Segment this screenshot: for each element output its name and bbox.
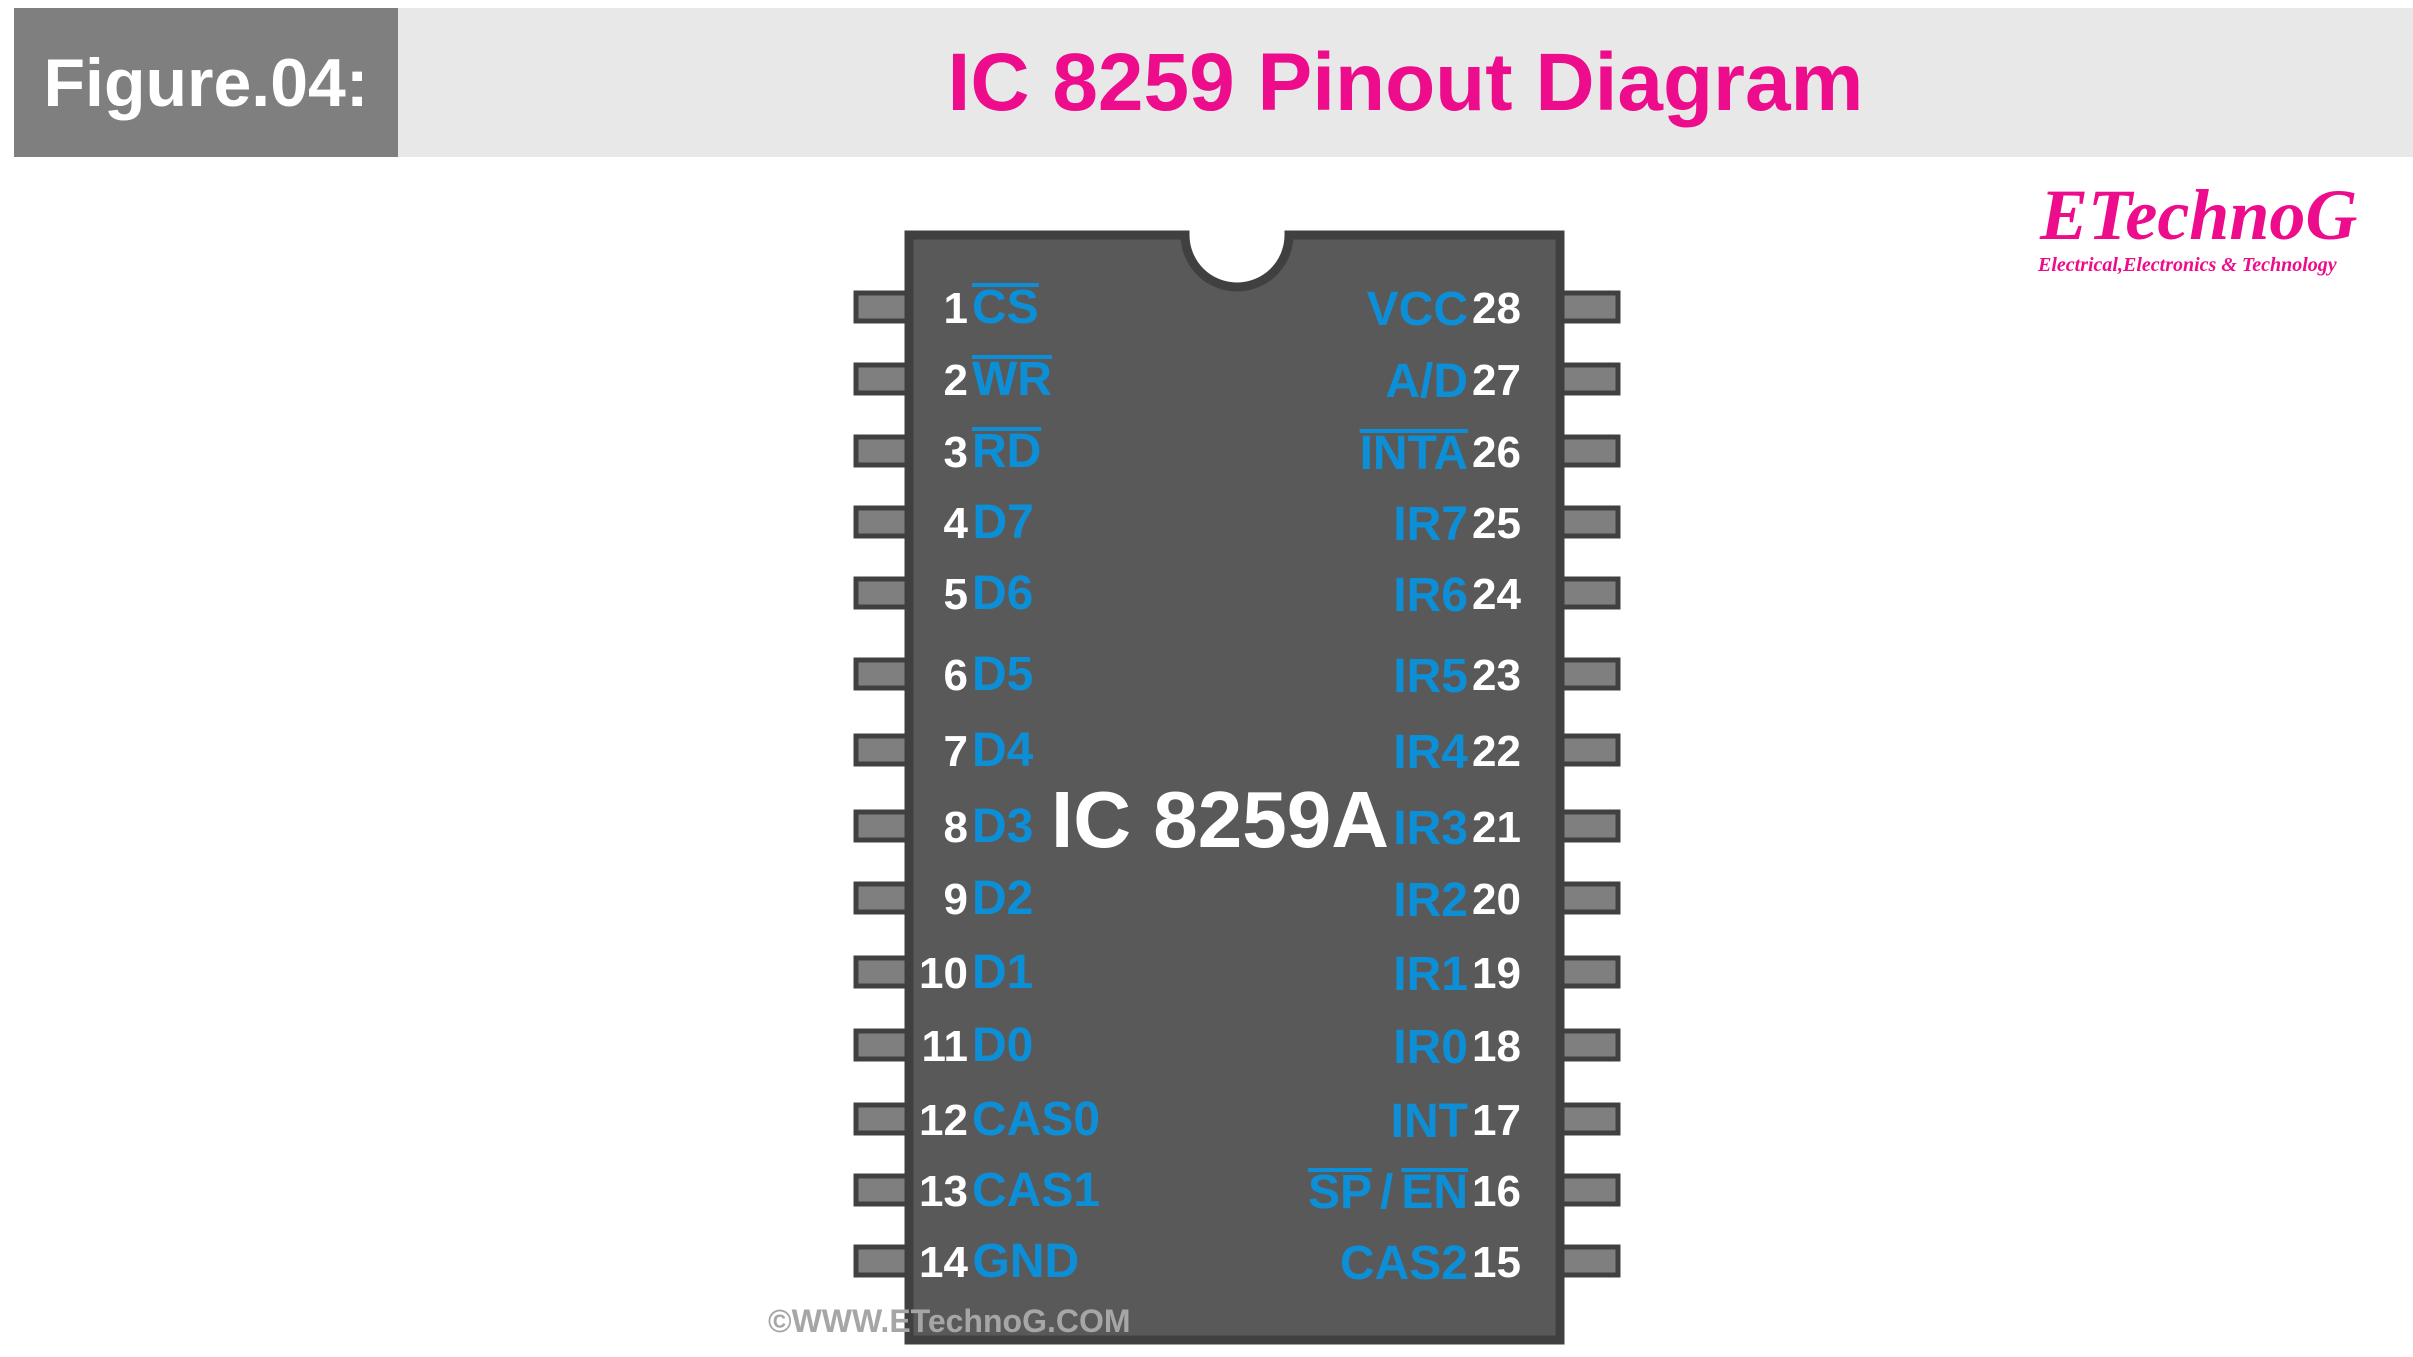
pin-number-18: 18 [1472,1022,1521,1071]
figure-label: Figure.04: [14,8,398,157]
pin-name-4: D7 [973,496,1034,549]
pin-name-16-part1: SP [1308,1166,1372,1219]
page-title: IC 8259 Pinout Diagram [947,36,1864,128]
pin-lead-12 [853,1102,917,1136]
pin-name-19: IR1 [1393,948,1468,1001]
pin-name-13: CAS1 [972,1164,1100,1217]
pin-number-26: 26 [1472,428,1521,477]
pin-lead-28 [1557,290,1621,324]
pin-lead-22 [1557,733,1621,767]
pin-number-7: 7 [944,727,968,776]
pin-lead-25 [1557,505,1621,539]
pin-name-20: IR2 [1393,874,1468,927]
pin-name-11: D0 [972,1019,1033,1072]
pin-name-18: IR0 [1393,1021,1468,1074]
pin-name-3: RD [972,425,1041,478]
pin-lead-11 [853,1028,917,1062]
pin-lead-7 [853,733,917,767]
pin-name-1: CS [972,281,1039,334]
pin-lead-17 [1557,1102,1621,1136]
pin-name-8: D3 [972,800,1033,853]
pin-number-14: 14 [919,1238,968,1287]
pin-number-13: 13 [919,1167,968,1216]
pin-number-8: 8 [944,803,968,852]
pin-lead-6 [853,657,917,691]
pin-name-16-part2: EN [1401,1166,1468,1219]
pin-number-27: 27 [1472,356,1521,405]
pin-number-9: 9 [944,875,968,924]
pin-lead-9 [853,881,917,915]
pin-name-14: GND [973,1235,1080,1288]
pin-number-22: 22 [1472,727,1521,776]
pin-name-12: CAS0 [972,1093,1100,1146]
pin-name-23: IR5 [1393,650,1468,703]
pin-lead-18 [1557,1028,1621,1062]
pin-number-1: 1 [944,284,968,333]
pin-lead-16 [1557,1173,1621,1207]
pin-name-28: VCC [1367,283,1468,336]
pin-number-15: 15 [1472,1238,1521,1287]
pin-number-21: 21 [1472,803,1521,852]
logo-tagline: Electrical,Electronics & Technology [2038,254,2337,276]
pin-name-6: D5 [972,648,1033,701]
pin-number-3: 3 [944,428,968,477]
header-bar [14,8,2413,157]
etechnog-logo: ETechnoG Electrical,Electronics & Techno… [2030,170,2390,280]
pin-lead-26 [1557,434,1621,468]
pin-number-19: 19 [1472,949,1521,998]
pin-lead-20 [1557,881,1621,915]
logo-name: ETechnoG [2040,175,2358,255]
pin-name-21: IR3 [1393,802,1468,855]
pin-name-5: D6 [972,567,1033,620]
pin-number-23: 23 [1472,651,1521,700]
pin-name-10: D1 [972,946,1033,999]
pin-name-17: INT [1391,1095,1468,1148]
pin-number-2: 2 [944,356,968,405]
pin-number-16: 16 [1472,1167,1521,1216]
pin-number-20: 20 [1472,875,1521,924]
pin-lead-21 [1557,809,1621,843]
pin-number-25: 25 [1472,499,1521,548]
pin-name-16-slash: / [1380,1166,1393,1219]
pin-lead-15 [1557,1244,1621,1278]
pin-number-10: 10 [919,949,968,998]
pin-name-26: INTA [1360,427,1468,480]
chip-body [904,230,1565,1345]
pin-number-12: 12 [919,1096,968,1145]
pin-number-24: 24 [1472,570,1521,619]
pin-name-22: IR4 [1393,726,1468,779]
pin-name-2: WR [972,353,1052,406]
pin-name-15: CAS2 [1340,1237,1468,1290]
chip-label: IC 8259A [1051,775,1389,864]
pin-lead-19 [1557,955,1621,989]
pin-lead-24 [1557,576,1621,610]
copyright-text: ©WWW.ETechnoG.COM [768,1303,1131,1339]
pin-lead-27 [1557,362,1621,396]
pin-name-9: D2 [972,872,1033,925]
pin-name-25: IR7 [1393,498,1468,551]
pin-name-27: A/D [1385,355,1468,408]
pin-lead-23 [1557,657,1621,691]
pin-number-6: 6 [944,651,968,700]
pin-number-28: 28 [1472,284,1521,333]
pin-number-4: 4 [944,499,969,548]
pin-number-5: 5 [944,570,968,619]
pin-number-11: 11 [921,1022,968,1071]
pin-name-7: D4 [972,724,1034,777]
pin-name-24: IR6 [1393,569,1468,622]
pin-number-17: 17 [1472,1096,1521,1145]
